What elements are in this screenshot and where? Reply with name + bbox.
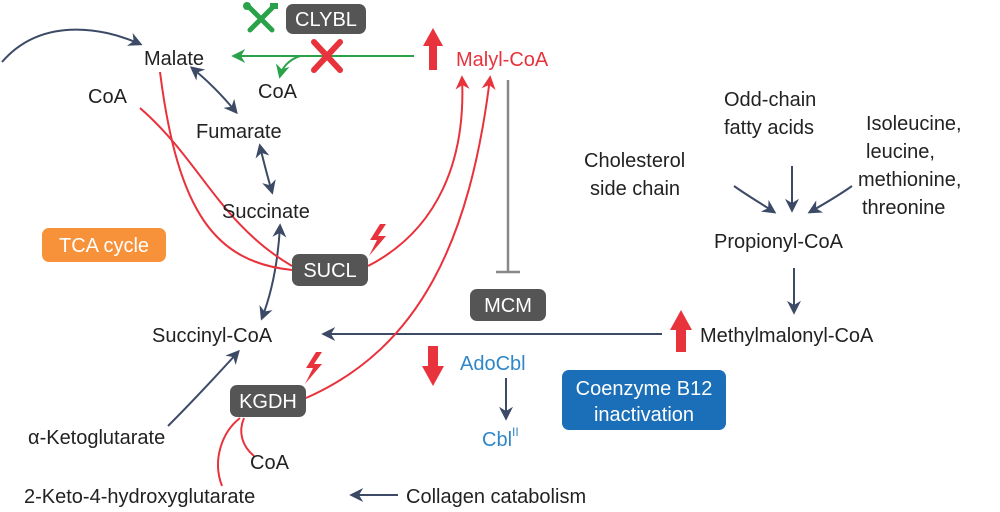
amino-acids-label-4: threonine — [862, 197, 945, 219]
adocbl-label: AdoCbl — [460, 353, 526, 375]
cbl-label: CblII — [482, 425, 519, 451]
red-curve-sucl-malylcoa — [367, 75, 470, 267]
kgdh-box — [230, 385, 306, 417]
mcm-box — [470, 289, 546, 321]
kgdh-label: KGDH — [239, 391, 297, 413]
arrow-clybl-coa — [275, 55, 301, 79]
up-arrow-icon — [670, 310, 692, 352]
cross-icon — [311, 39, 343, 73]
keto-hydroxyglutarate-label: 2-Keto-4-hydroxyglutarate — [24, 486, 255, 508]
succinyl-coa-label: Succinyl-CoA — [152, 325, 273, 347]
coa-label-left: CoA — [88, 86, 128, 108]
cholesterol-label-1: Cholesterol — [584, 150, 685, 172]
amino-acids-label-2: leucine, — [866, 141, 935, 163]
b12-label-1: Coenzyme B12 — [576, 378, 713, 400]
malyl-coa-label: Malyl-CoA — [456, 49, 549, 71]
wrench-screwdriver-icon — [243, 2, 278, 33]
coa-label-clybl: CoA — [258, 81, 298, 103]
coa-label-kgdh: CoA — [250, 452, 290, 474]
red-curve-malate-sucl — [159, 71, 293, 271]
succinate-label: Succinate — [222, 201, 310, 223]
collagen-catabolism-label: Collagen catabolism — [406, 486, 586, 508]
b12-label-2: inactivation — [594, 404, 694, 426]
arrow-akg-succinylcoa — [167, 349, 240, 427]
arrow-aminoacids-propionyl — [807, 185, 853, 214]
malate-label: Malate — [144, 48, 204, 70]
fumarate-label: Fumarate — [196, 121, 282, 143]
amino-acids-label-3: methionine, — [858, 169, 961, 191]
up-arrow-icon — [423, 28, 443, 70]
cholesterol-label-2: side chain — [590, 178, 680, 200]
bolt-icon — [369, 224, 386, 256]
odd-chain-label-1: Odd-chain — [724, 89, 816, 111]
red-curve-coa-sucl — [139, 107, 293, 267]
red-curve-kgdh-malylcoa — [305, 75, 496, 399]
arrow-malate-fumarate — [189, 66, 238, 115]
cbl-superscript: II — [512, 425, 519, 439]
odd-chain-label-2: fatty acids — [724, 117, 814, 139]
bolt-icon — [305, 352, 322, 384]
sucl-label: SUCL — [303, 260, 356, 282]
alpha-ketoglutarate-label: α-Ketoglutarate — [28, 427, 165, 449]
red-curve-khg-kgdh — [217, 417, 241, 487]
sucl-box — [292, 254, 368, 286]
arrow-fumarate-succinate — [255, 143, 276, 195]
arrow-succinate-succinylcoa — [259, 223, 287, 321]
b12-box — [562, 370, 726, 430]
arrow-cholesterol-propionyl — [733, 185, 777, 214]
down-arrow-icon — [422, 346, 444, 386]
arrow-into-malate — [1, 28, 143, 63]
propionyl-coa-label: Propionyl-CoA — [714, 231, 844, 253]
amino-acids-label-1: Isoleucine, — [866, 113, 962, 135]
tca-cycle-label: TCA cycle — [59, 235, 149, 257]
red-curve-kgdh-coa — [240, 417, 255, 457]
clybl-box — [286, 4, 366, 34]
clybl-label: CLYBL — [295, 9, 357, 31]
mcm-label: MCM — [484, 295, 532, 317]
methylmalonyl-coa-label: Methylmalonyl-CoA — [700, 325, 874, 347]
tca-cycle-box — [42, 228, 166, 262]
cbl-text: Cbl — [482, 429, 512, 451]
